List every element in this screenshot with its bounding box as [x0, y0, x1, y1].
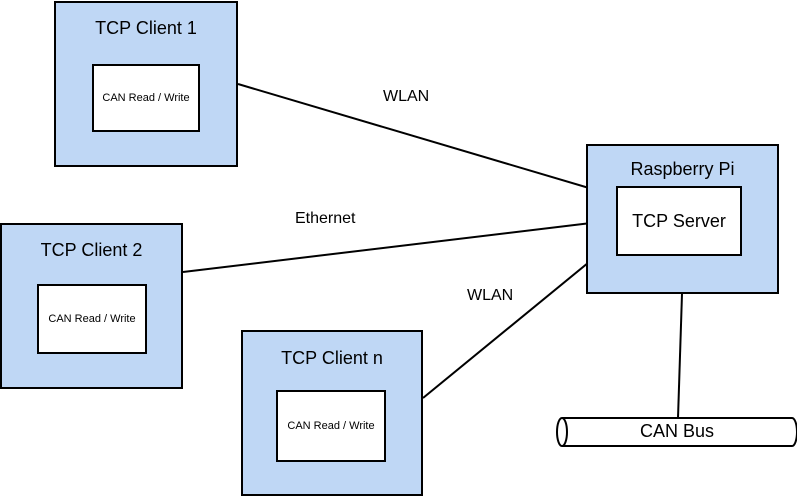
tcp-client-2-can-box: CAN Read / Write: [37, 284, 147, 354]
tcp-client-n-can-box: CAN Read / Write: [276, 390, 386, 462]
raspberry-pi-box: Raspberry Pi TCP Server: [586, 144, 779, 294]
tcp-server-box: TCP Server: [616, 186, 742, 256]
raspberry-pi-title: Raspberry Pi: [630, 159, 735, 179]
edge-label-ethernet: Ethernet: [295, 210, 356, 227]
tcp-client-n-can-label: CAN Read / Write: [287, 420, 375, 432]
tcp-client-1-box: TCP Client 1 CAN Read / Write: [54, 1, 238, 167]
can-bus-cylinder: [556, 417, 797, 447]
tcp-client-1-title: TCP Client 1: [95, 18, 197, 38]
tcp-client-2-title: TCP Client 2: [40, 240, 143, 260]
edge-label-wlan-1: WLAN: [383, 88, 430, 105]
can-bus-label: CAN Bus: [639, 421, 715, 441]
tcp-client-2-can-label: CAN Read / Write: [48, 313, 136, 325]
edge-pi-bus: [677, 293, 683, 419]
edge-clientn-pi: [422, 239, 617, 399]
tcp-client-2-box: TCP Client 2 CAN Read / Write: [0, 223, 183, 389]
tcp-client-1-can-box: CAN Read / Write: [92, 64, 200, 132]
edge-client2-pi: [182, 219, 617, 273]
tcp-client-n-title: TCP Client n: [281, 348, 383, 368]
edge-client1-pi: [237, 83, 617, 197]
tcp-server-label: TCP Server: [632, 210, 726, 231]
tcp-client-1-can-label: CAN Read / Write: [102, 92, 190, 104]
edge-label-wlan-2: WLAN: [467, 287, 514, 304]
tcp-client-n-box: TCP Client n CAN Read / Write: [241, 330, 423, 496]
